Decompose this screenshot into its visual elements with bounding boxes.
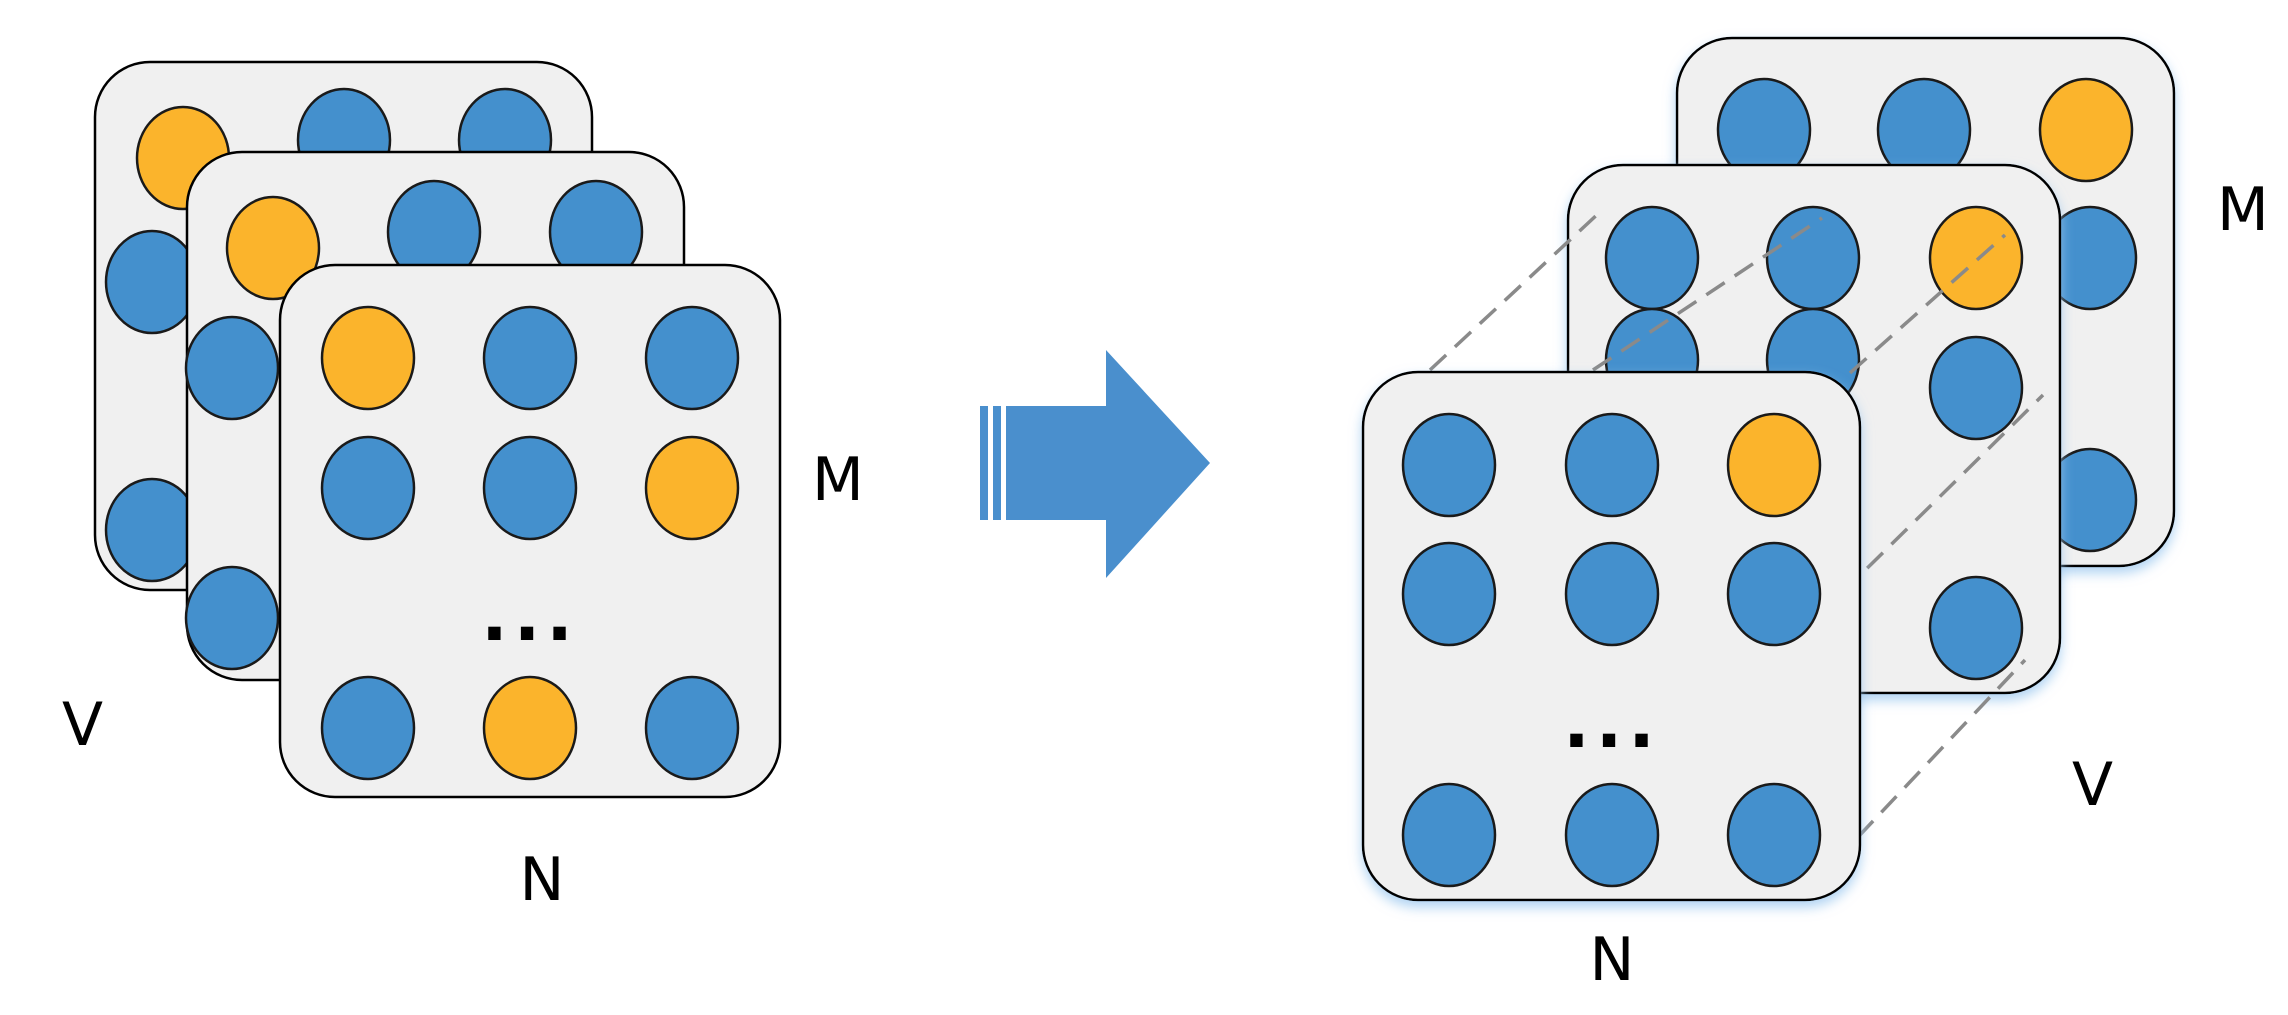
left-front-blue-node-6	[320, 675, 416, 781]
left-middle-blue-node-3	[184, 315, 280, 421]
left-middle-blue-node-4	[184, 565, 280, 671]
right-front-orange-node-2	[1726, 412, 1822, 518]
left-front-orange-node-5	[644, 435, 740, 541]
right-front-blue-node-0	[1401, 412, 1497, 518]
left-middle-orange-node-0	[225, 195, 321, 301]
left-back-blue-node-4	[104, 477, 200, 583]
left-front-panel-nodes	[320, 305, 740, 781]
left-front-blue-node-8	[644, 675, 740, 781]
left-stack: ... M N V	[62, 60, 864, 915]
right-front-blue-node-3	[1401, 541, 1497, 647]
left-front-blue-node-4	[482, 435, 578, 541]
left-front-blue-node-3	[320, 435, 416, 541]
right-front-blue-node-7	[1564, 782, 1660, 888]
right-front-blue-node-4	[1564, 541, 1660, 647]
left-front-panel: ...	[278, 263, 782, 799]
left-label-v: V	[62, 690, 103, 760]
right-front-blue-node-6	[1401, 782, 1497, 888]
right-front-blue-node-5	[1726, 541, 1822, 647]
right-back-panel-nodes	[1716, 77, 2138, 553]
right-front-panel: ...	[1361, 370, 1862, 902]
right-middle-orange-node-2	[1928, 205, 2024, 311]
left-back-blue-node-3	[104, 229, 200, 335]
right-label-n: N	[1590, 925, 1635, 995]
left-front-blue-node-2	[644, 305, 740, 411]
right-front-panel-nodes	[1401, 412, 1822, 888]
left-middle-panel-nodes	[184, 179, 644, 671]
right-arrow-icon	[980, 350, 1210, 578]
right-middle-blue-node-5	[1928, 335, 2024, 441]
right-back-orange-node-2	[2038, 77, 2134, 183]
left-front-orange-node-7	[482, 675, 578, 781]
right-middle-blue-node-6	[1928, 575, 2024, 681]
left-front-orange-node-0	[320, 305, 416, 411]
right-ellipsis: ...	[1563, 682, 1661, 764]
right-front-blue-node-1	[1564, 412, 1660, 518]
left-front-blue-node-1	[482, 305, 578, 411]
right-label-v: V	[2072, 750, 2113, 820]
right-middle-blue-node-1	[1765, 205, 1861, 311]
left-label-n: N	[520, 845, 565, 915]
right-dashed-edges	[1428, 210, 2045, 839]
left-label-m: M	[812, 445, 864, 515]
right-middle-blue-node-0	[1604, 205, 1700, 311]
right-stack: ... M N V	[1361, 36, 2269, 995]
left-ellipsis: ...	[481, 575, 579, 657]
right-front-blue-node-8	[1726, 782, 1822, 888]
right-label-m: M	[2217, 175, 2269, 245]
